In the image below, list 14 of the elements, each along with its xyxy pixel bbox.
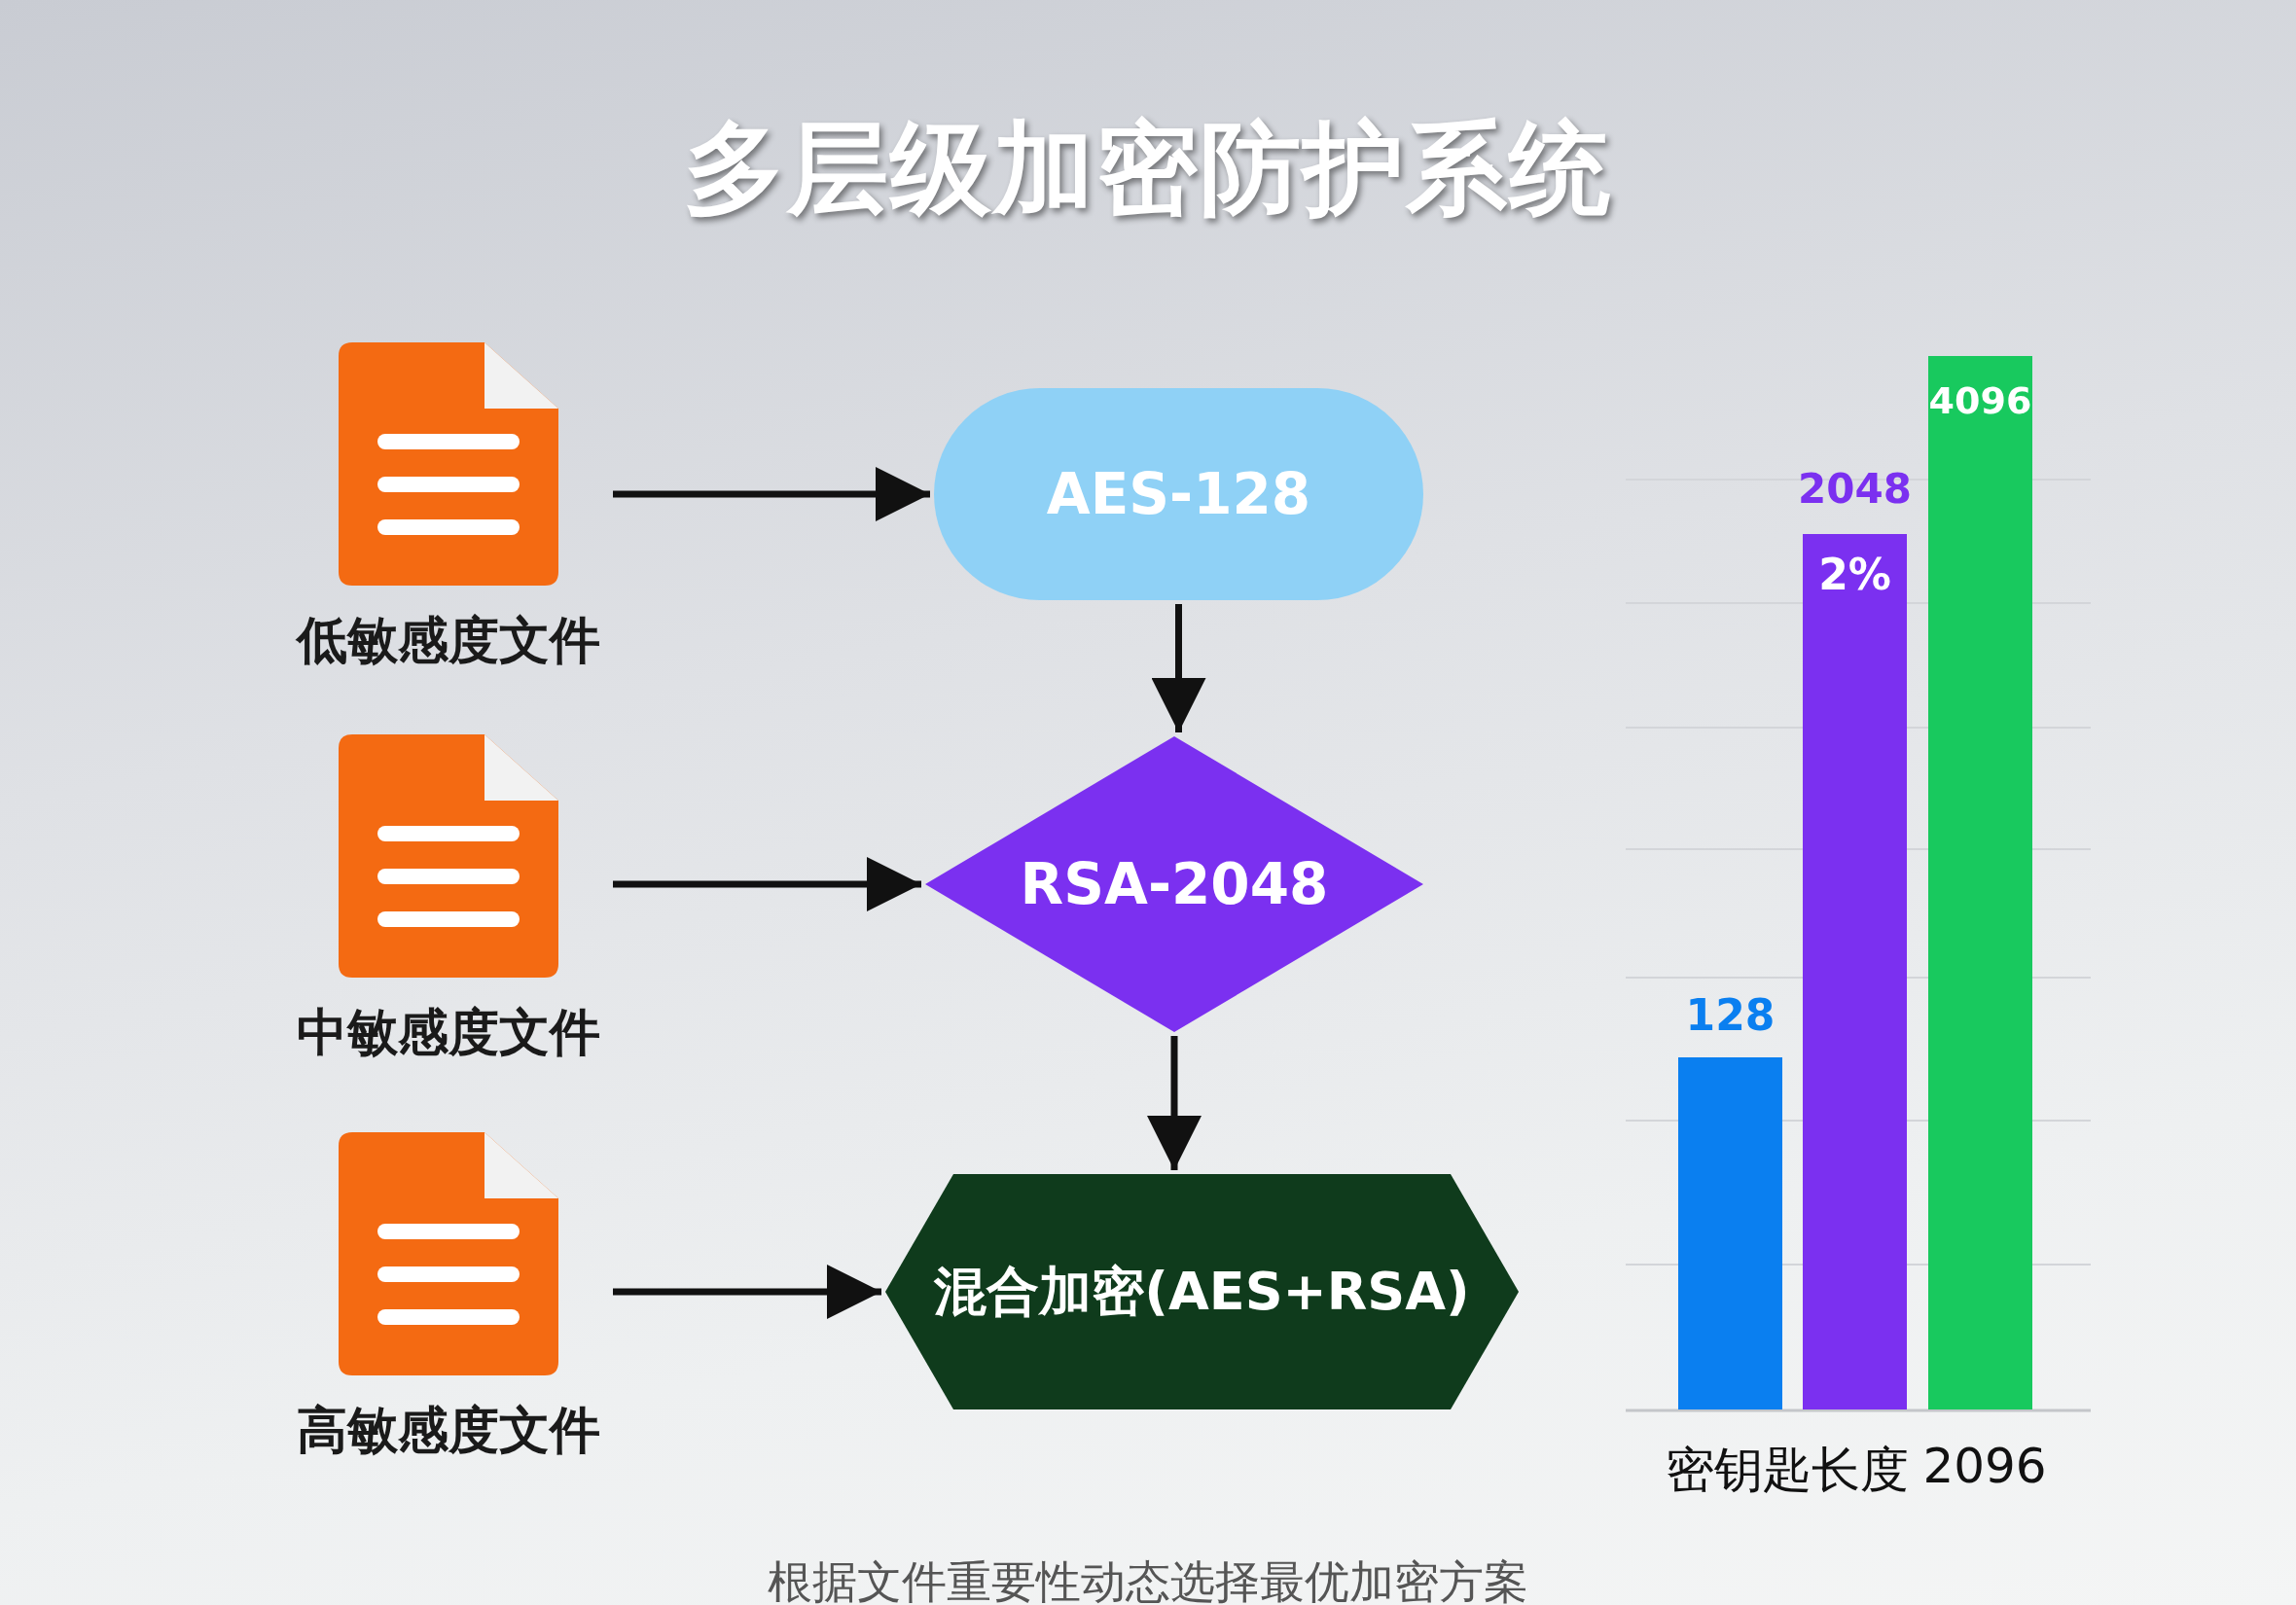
caption: 根据文件重要性动态选择最优加密方案 xyxy=(767,1554,1529,1605)
bar-value-label: 4096 xyxy=(1928,379,2032,422)
title: 多层级加密防护系统 xyxy=(683,108,1613,230)
node-label: AES-128 xyxy=(1046,461,1311,527)
node-label: RSA-2048 xyxy=(1020,851,1329,917)
axis-label: 密钥匙长度 xyxy=(1666,1441,1910,1500)
file-label: 高敏感度文件 xyxy=(296,1400,601,1461)
file-label: 中敏感度文件 xyxy=(296,1002,601,1063)
file-label: 低敏感度文件 xyxy=(295,610,601,671)
node-label: 混合加密(AES+RSA) xyxy=(934,1259,1470,1324)
axis-label: 2096 xyxy=(1921,1438,2048,1494)
bar-value-label: 2048 xyxy=(1797,465,1913,513)
bar-value-label: 2% xyxy=(1817,550,1892,599)
bar-value-label: 128 xyxy=(1684,990,1776,1040)
